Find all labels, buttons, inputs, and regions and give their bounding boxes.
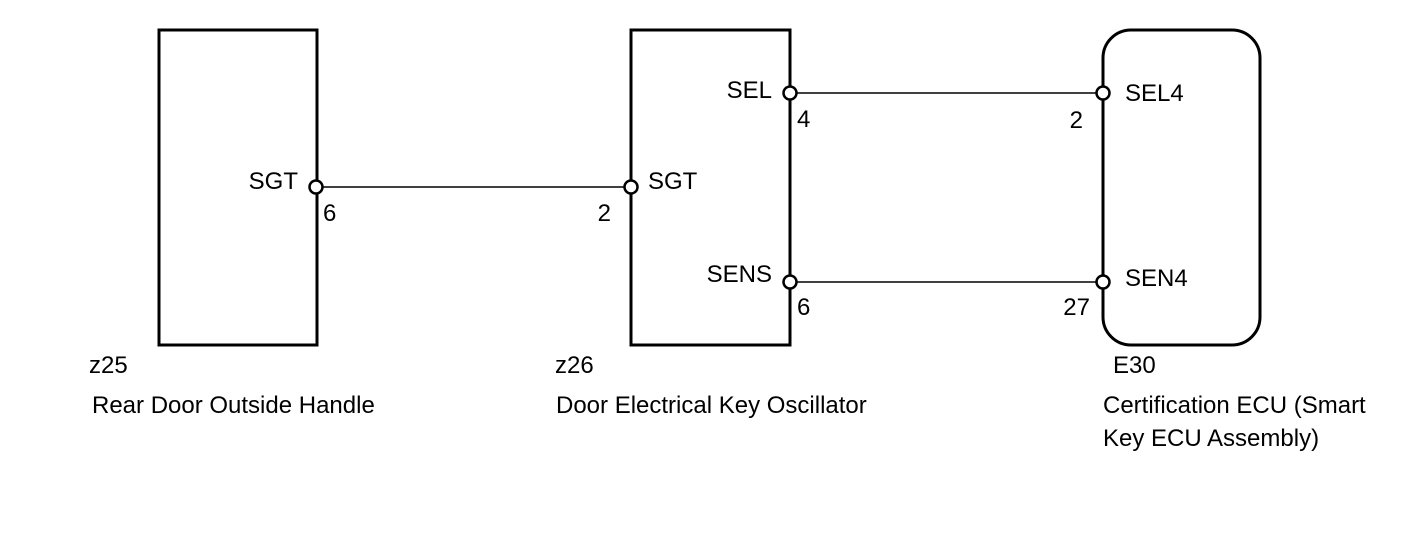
z26-sel-terminal — [782, 85, 798, 101]
e30-component-id: E30 — [1113, 352, 1156, 379]
e30-component-name-line2: Key ECU Assembly) — [1103, 425, 1319, 452]
z25-sgt-terminal — [308, 179, 324, 195]
e30-sel4-pin-label: SEL4 — [1125, 80, 1184, 107]
e30-sel4-pin-number: 2 — [1070, 107, 1083, 134]
z25-sgt-pin-number: 6 — [323, 200, 336, 227]
e30-component-box — [1101, 28, 1262, 347]
z25-component-id: z25 — [89, 352, 128, 379]
z26-sel-pin-number: 4 — [797, 106, 810, 133]
e30-sen4-terminal — [1095, 274, 1111, 290]
z26-sgt-pin-label: SGT — [648, 168, 698, 195]
z26-sens-pin-label: SENS — [707, 261, 772, 288]
e30-sen4-pin-label: SEN4 — [1125, 265, 1188, 292]
e30-sen4-pin-number: 27 — [1063, 294, 1090, 321]
z26-sens-pin-number: 6 — [797, 294, 810, 321]
z25-sgt-pin-label: SGT — [249, 168, 299, 195]
z26-component-name: Door Electrical Key Oscillator — [556, 392, 867, 419]
e30-sel4-terminal — [1095, 85, 1111, 101]
z26-sgt-pin-number: 2 — [598, 200, 611, 227]
z26-sgt-terminal — [623, 179, 639, 195]
z26-component-id: z26 — [555, 352, 594, 379]
e30-component-name-line1: Certification ECU (Smart — [1103, 392, 1366, 419]
z26-sens-terminal — [782, 274, 798, 290]
z25-component-name: Rear Door Outside Handle — [92, 392, 375, 419]
z26-sel-pin-label: SEL — [727, 77, 772, 104]
